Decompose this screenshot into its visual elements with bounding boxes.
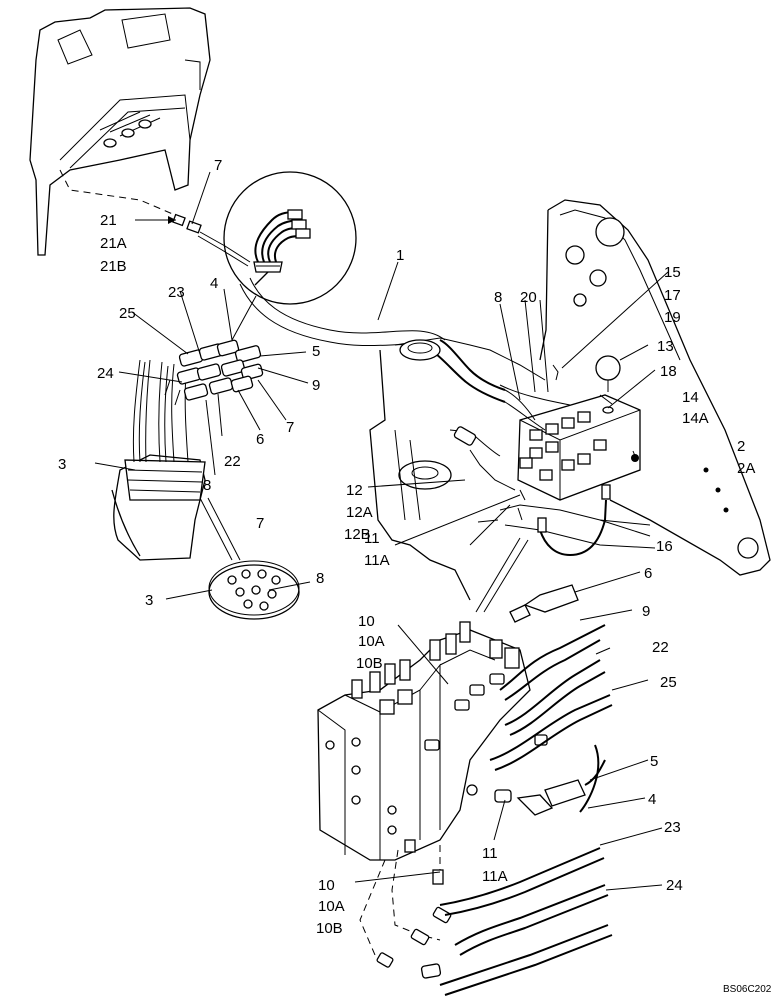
callout-21b: 21B xyxy=(100,258,127,275)
valve-hoses-right xyxy=(439,584,613,996)
hose-group-left xyxy=(111,339,264,561)
callout-labels: 1 2 2A 3 3 4 4 5 5 6 6 7 7 7 8 8 8 9 9 1… xyxy=(58,157,755,937)
callout-10a-lower: 10A xyxy=(318,898,345,915)
dashed-leader-b xyxy=(359,859,386,966)
callout-21a: 21A xyxy=(100,235,127,252)
callout-12a: 12A xyxy=(346,504,373,521)
callout-8-right: 8 xyxy=(494,289,502,306)
callout-23-upper: 23 xyxy=(168,284,185,301)
plate-callout-lines xyxy=(199,497,241,561)
fitting-21 xyxy=(172,213,251,267)
leader-lines xyxy=(94,171,669,891)
callout-22-lower: 22 xyxy=(652,639,669,656)
callout-24-upper: 24 xyxy=(97,365,114,382)
callout-12: 12 xyxy=(346,482,363,499)
callout-5-upper: 5 xyxy=(312,343,320,360)
callout-22-upper: 22 xyxy=(224,453,241,470)
callout-6-lower: 6 xyxy=(644,565,652,582)
callout-3-upper: 3 xyxy=(58,456,66,473)
callout-24-lower: 24 xyxy=(666,877,683,894)
callout-10-upper: 10 xyxy=(358,613,375,630)
callout-25-lower: 25 xyxy=(660,674,677,691)
callout-10-lower: 10 xyxy=(318,877,335,894)
callout-4-lower: 4 xyxy=(648,791,656,808)
callout-25-upper: 25 xyxy=(119,305,136,322)
callout-12b: 12B xyxy=(344,526,371,543)
callout-11a-upper: 11A xyxy=(364,552,390,569)
callout-11-upper: 11 xyxy=(364,530,380,547)
dashed-leader-cab xyxy=(59,169,176,216)
callout-10a-upper: 10A xyxy=(358,633,385,650)
callout-7-plate: 7 xyxy=(256,515,264,532)
callout-4-upper: 4 xyxy=(210,275,218,292)
callout-7-middle: 7 xyxy=(286,419,294,436)
hose-bundle-1 xyxy=(239,277,506,403)
callout-16: 16 xyxy=(656,538,673,555)
upper-valve-cluster xyxy=(499,355,641,521)
callout-8-plate: 8 xyxy=(316,570,324,587)
callout-1: 1 xyxy=(396,247,404,264)
callout-13: 13 xyxy=(657,338,674,355)
callout-15: 15 xyxy=(664,264,681,281)
callout-18: 18 xyxy=(660,363,677,380)
callout-20: 20 xyxy=(520,289,537,306)
callout-21: 21 xyxy=(100,212,117,229)
callout-2: 2 xyxy=(737,438,745,455)
callout-2a: 2A xyxy=(737,460,755,477)
callout-9-upper: 9 xyxy=(312,377,320,394)
main-control-valve xyxy=(317,621,548,885)
drawing-reference-code: BS06C202 xyxy=(723,984,772,995)
dashed-leader-a xyxy=(391,849,441,941)
callout-6-upper: 6 xyxy=(256,431,264,448)
callout-11a-lower: 11A xyxy=(482,868,508,885)
callout-17: 17 xyxy=(664,287,681,304)
callout-7-top: 7 xyxy=(214,157,222,174)
callout-10b-lower: 10B xyxy=(316,920,343,937)
callout-11-lower: 11 xyxy=(482,845,498,862)
callout-14: 14 xyxy=(682,389,699,406)
detail-inset-circle xyxy=(223,171,357,305)
lower-fittings xyxy=(376,906,452,979)
callout-5-lower: 5 xyxy=(650,753,658,770)
callout-9-lower: 9 xyxy=(642,603,650,620)
callout-3-lower: 3 xyxy=(145,592,153,609)
callout-10b-upper: 10B xyxy=(356,655,383,672)
callout-19: 19 xyxy=(664,309,681,326)
cab-console xyxy=(29,7,211,256)
machine-frame xyxy=(369,199,771,601)
grommet-plate xyxy=(208,560,300,620)
callout-8-left: 8 xyxy=(203,477,211,494)
callout-23-lower: 23 xyxy=(664,819,681,836)
callout-14a: 14A xyxy=(682,410,709,427)
